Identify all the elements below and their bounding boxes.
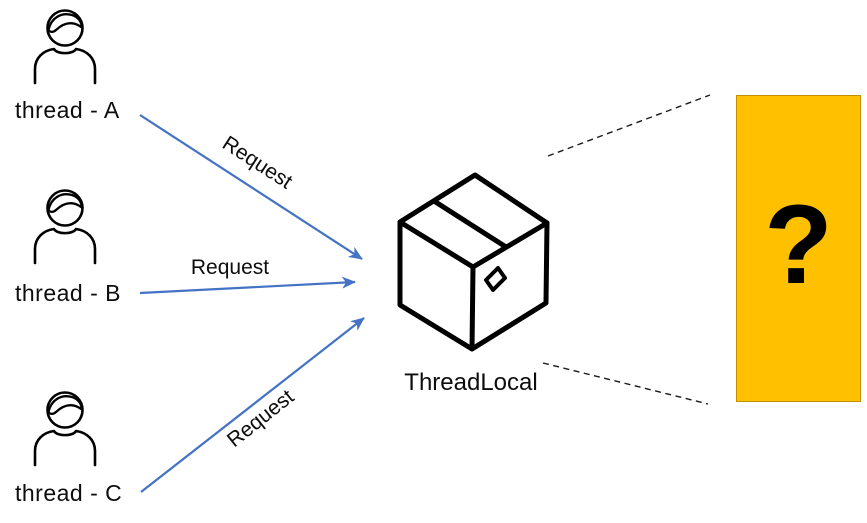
threadlocal-label: ThreadLocal [404, 369, 538, 396]
person-icon [33, 9, 97, 85]
thread-a-label: thread - A [15, 97, 120, 123]
thread-c-label: thread - C [15, 480, 123, 506]
thread-b-label: thread - B [15, 280, 121, 306]
request-arrow-c [140, 317, 365, 493]
request-arrow-a [139, 114, 363, 260]
dashed-line-top [547, 94, 711, 157]
question-mark: ? [764, 181, 833, 307]
dashed-line-bottom [542, 362, 709, 405]
result-box: ? [736, 95, 861, 402]
person-icon [33, 391, 97, 467]
thread-b-group [15, 188, 115, 276]
threadlocal-group [396, 171, 550, 353]
package-icon [397, 172, 550, 352]
person-icon [33, 189, 97, 265]
request-arrow-b [139, 276, 356, 295]
thread-c-group [15, 390, 115, 478]
thread-a-group [15, 8, 115, 96]
request-label-b: Request [190, 256, 270, 279]
